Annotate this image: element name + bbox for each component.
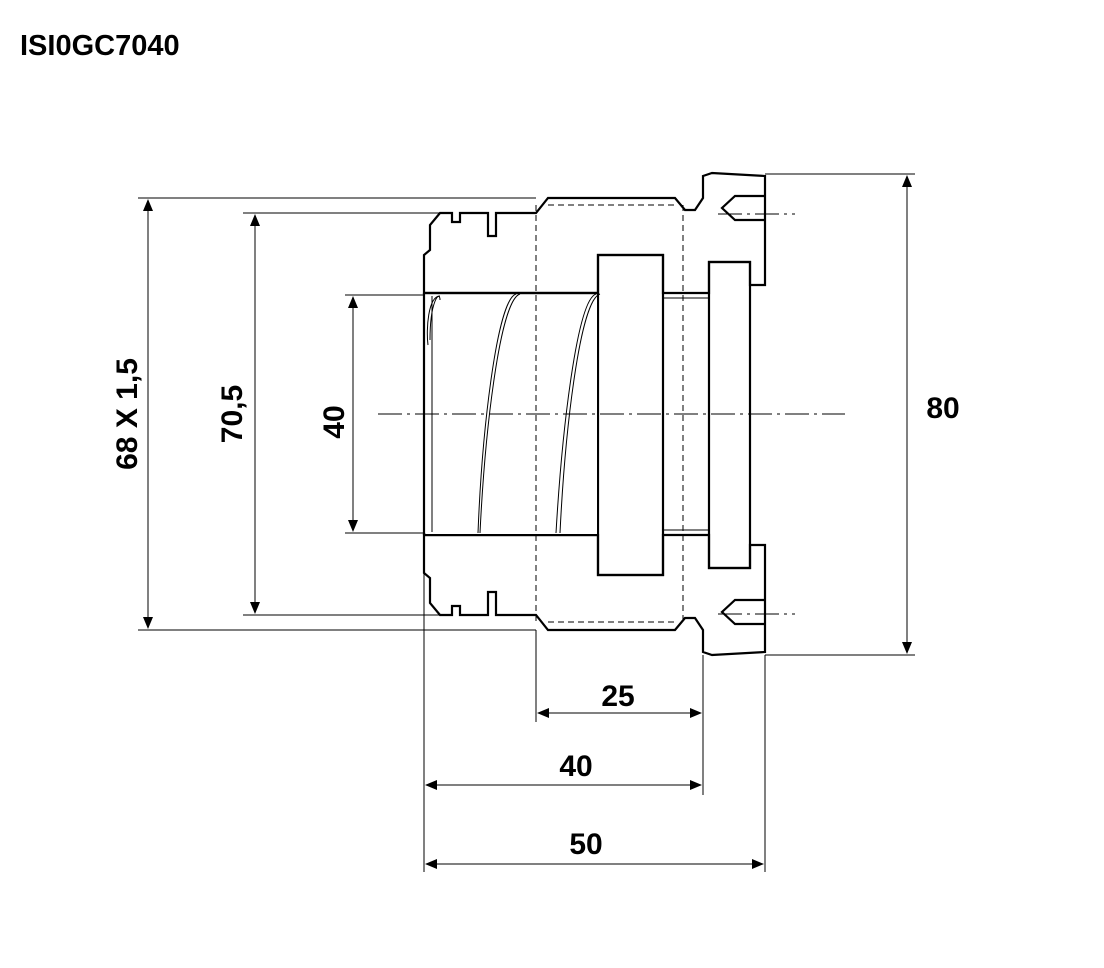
dim-horizontal: 25 40 50 bbox=[423, 573, 766, 872]
dim-flange: 80 bbox=[765, 173, 960, 656]
dim-50-label: 50 bbox=[569, 828, 602, 861]
dim-bore-label: 40 bbox=[318, 405, 351, 438]
upper-wall bbox=[422, 171, 767, 295]
groove-2 bbox=[707, 260, 752, 570]
dim-outer: 70,5 bbox=[216, 212, 440, 616]
dim-outer-label: 70,5 bbox=[216, 385, 249, 443]
dim-thread-label: 68 X 1,5 bbox=[111, 358, 144, 470]
dim-25-label: 25 bbox=[601, 680, 634, 713]
dim-thread: 68 X 1,5 bbox=[111, 197, 536, 631]
screw-hole-bottom bbox=[720, 598, 765, 626]
screw-hole-top bbox=[720, 194, 765, 222]
part-section bbox=[378, 171, 845, 657]
lower-wall bbox=[422, 533, 767, 657]
dim-flange-label: 80 bbox=[926, 392, 959, 425]
groove-1 bbox=[596, 253, 665, 577]
dim-bore: 40 bbox=[318, 294, 424, 534]
helix-spring bbox=[426, 293, 601, 534]
dim-40-label: 40 bbox=[559, 750, 592, 783]
drawing-title: ISI0GC7040 bbox=[20, 30, 180, 62]
